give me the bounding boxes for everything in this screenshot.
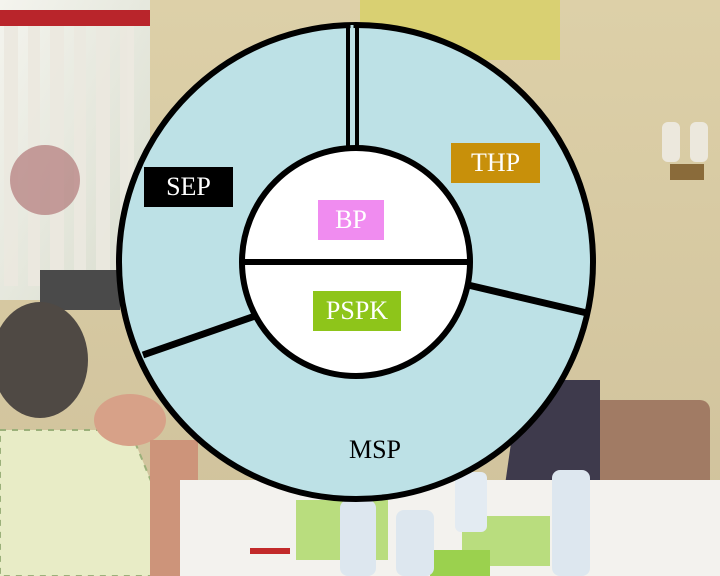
curtain-rod [0,10,150,26]
inner-label-bp: BP [318,200,384,240]
table-items [180,470,720,576]
segment-label-msp: MSP [335,430,415,470]
plant [10,145,80,215]
segment-label-thp: THP [451,143,540,183]
ring-diagram [119,25,593,499]
segment-label-sep: SEP [144,167,233,207]
inner-label-pspk: PSPK [313,291,401,331]
